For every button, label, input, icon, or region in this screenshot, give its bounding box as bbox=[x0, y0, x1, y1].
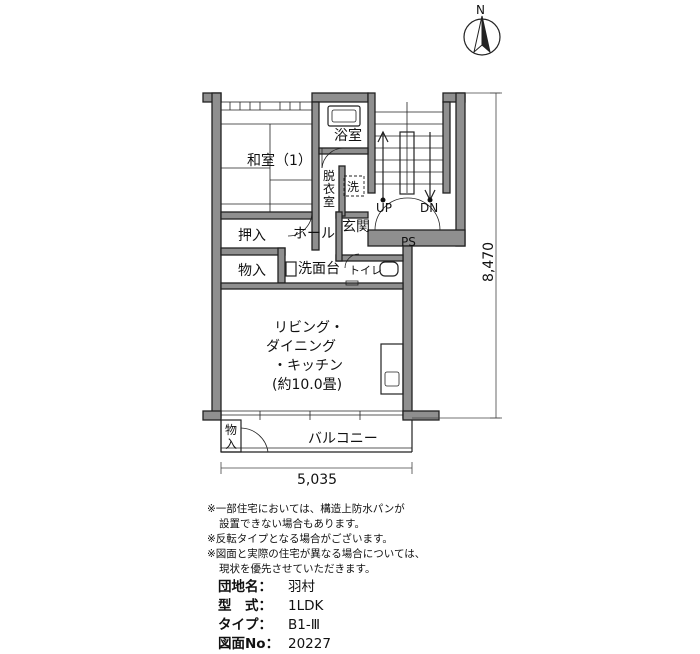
walls bbox=[202, 92, 466, 421]
toilet-label: トイレ bbox=[349, 264, 382, 277]
stair-up-label: UP bbox=[376, 201, 392, 215]
closet-label: 押入 bbox=[238, 228, 266, 244]
entrance-label: 玄関 bbox=[342, 218, 370, 235]
staircase bbox=[374, 102, 443, 231]
bathroom-label: 浴室 bbox=[334, 127, 362, 144]
dressing-label-1: 脱 bbox=[323, 168, 335, 183]
washitsu-label: 和室（1） bbox=[247, 152, 312, 169]
info-value-type: 1LDK bbox=[288, 598, 324, 614]
hall-label: ホール bbox=[293, 226, 335, 242]
width-dimension: 5,035 bbox=[297, 472, 337, 488]
notes: ※一部住宅においては、構造上防水パンが 設置できない場合もあります。 ※反転タイ… bbox=[207, 502, 507, 577]
washer-label: 洗 bbox=[347, 180, 359, 194]
small-storage-label-2: 入 bbox=[225, 437, 237, 451]
small-storage-label-1: 物 bbox=[225, 423, 237, 437]
balcony bbox=[220, 419, 413, 453]
info-row-drawing: 図面No： 20227 bbox=[218, 635, 331, 654]
info-value-variant: B1-Ⅲ bbox=[288, 617, 321, 633]
info-key-type: 型 式： bbox=[218, 598, 272, 614]
dressing-label-2: 衣 bbox=[323, 181, 335, 196]
info-value-complex: 羽村 bbox=[288, 579, 315, 595]
balcony-label: バルコニー bbox=[308, 431, 378, 447]
doors-fixtures bbox=[285, 211, 399, 286]
info-row-type: 型 式： 1LDK bbox=[218, 597, 331, 616]
bathroom bbox=[321, 105, 365, 197]
ldk-label-1: リビング・ bbox=[274, 320, 344, 336]
ldk-label-4: (約10.0畳) bbox=[272, 377, 342, 393]
washbasin-label: 洗面台 bbox=[298, 261, 340, 277]
note-1-cont: 設置できない場合もあります。 bbox=[219, 518, 365, 530]
info-value-drawing: 20227 bbox=[288, 636, 331, 652]
ldk-label-3: ・キッチン bbox=[273, 358, 343, 374]
ldk-label-2: ダイニング bbox=[266, 339, 336, 355]
dressing-label-3: 室 bbox=[323, 194, 335, 209]
storage-label: 物入 bbox=[238, 263, 266, 279]
room-labels: 和室（1） 浴室 脱 衣 室 洗 押入 ホール 玄関 物入 洗面台 トイレ リビ… bbox=[225, 127, 438, 451]
floor-plan: N bbox=[202, 3, 502, 488]
depth-dimension: 8,470 bbox=[481, 242, 497, 282]
note-1: ※一部住宅においては、構造上防水パンが bbox=[207, 503, 405, 515]
info-key-variant: タイプ： bbox=[218, 617, 272, 633]
info-key-complex: 団地名： bbox=[218, 579, 272, 595]
ps-label: PS bbox=[401, 235, 416, 249]
note-3-cont: 現状を優先させていただきます。 bbox=[219, 563, 376, 575]
tatami-room bbox=[220, 101, 313, 213]
north-compass-icon: N bbox=[463, 3, 501, 56]
stair-down-label: DN bbox=[420, 201, 438, 215]
note-3: ※図面と実際の住宅が異なる場合については、 bbox=[207, 548, 426, 560]
note-2: ※反転タイプとなる場合がございます。 bbox=[207, 533, 393, 545]
north-label: N bbox=[476, 3, 485, 17]
info-row-variant: タイプ： B1-Ⅲ bbox=[218, 616, 331, 635]
ldk-fixtures bbox=[221, 343, 404, 420]
info-key-drawing: 図面No： bbox=[218, 636, 280, 652]
info-row-complex: 団地名： 羽村 bbox=[218, 578, 331, 597]
dimensions: 5,035 8,470 bbox=[220, 92, 502, 488]
property-info: 団地名： 羽村 型 式： 1LDK タイプ： B1-Ⅲ 図面No： 20227 bbox=[218, 578, 331, 654]
